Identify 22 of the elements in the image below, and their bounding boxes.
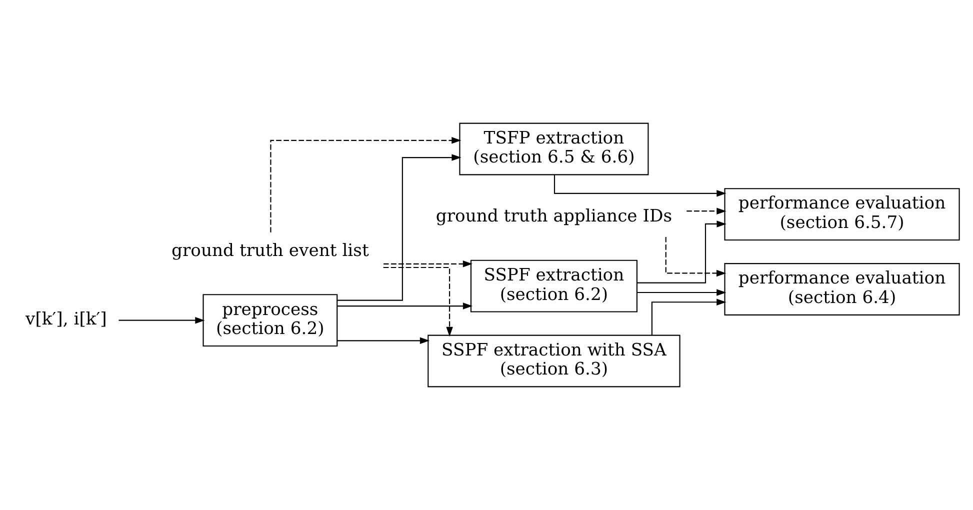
arrow <box>637 289 726 296</box>
arrow <box>270 137 462 232</box>
arrow <box>337 337 430 344</box>
node-text: ground truth event list <box>172 240 369 261</box>
arrow <box>686 208 726 214</box>
arrow <box>118 316 205 324</box>
node-box: SSPF extraction (section 6.2) <box>470 260 638 312</box>
arrow <box>637 220 726 284</box>
node-box: TSFP extraction (section 6.5 & 6.6) <box>459 122 649 176</box>
node-box: performance evaluation (section 6.5.7) <box>724 188 960 241</box>
arrow <box>337 302 473 310</box>
arrow <box>383 266 453 337</box>
node-text: v[k′], i[k′] <box>26 309 107 330</box>
node-box: SSPF extraction with SSA (section 6.3) <box>428 334 680 388</box>
arrow <box>384 260 473 268</box>
arrow <box>665 237 726 277</box>
arrow <box>554 174 726 197</box>
node-text: ground truth appliance IDs <box>436 206 672 227</box>
arrow <box>651 298 726 336</box>
arrow <box>337 154 462 301</box>
node-box: performance evaluation (section 6.4) <box>724 263 960 316</box>
node-box: preprocess (section 6.2) <box>202 294 338 347</box>
